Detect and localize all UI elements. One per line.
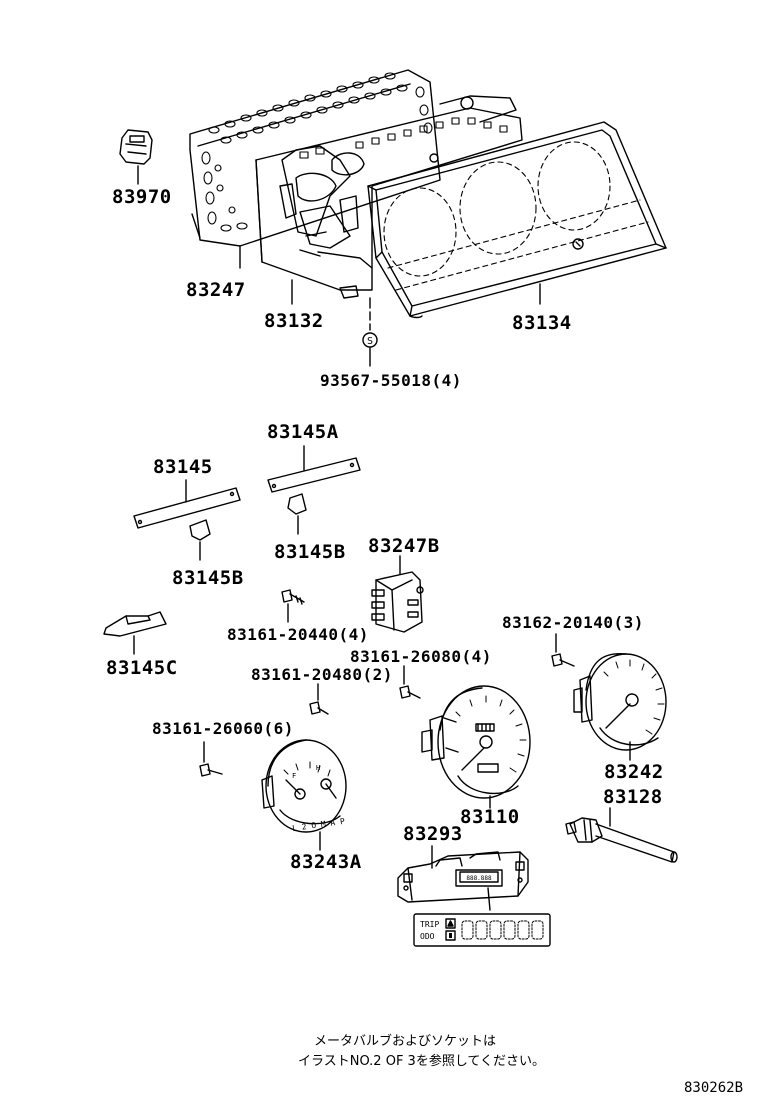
plate-83145	[133, 479, 241, 541]
illustration-code: 830262B	[684, 1080, 744, 1096]
gauge-83243A: L 2 O M A P F H	[261, 739, 347, 833]
label-83134: 83134	[512, 312, 572, 334]
odometer-display: TRIP ODO	[413, 913, 551, 947]
trip-label: TRIP	[420, 920, 439, 929]
cable-83128	[565, 817, 678, 863]
label-83145B-lower: 83145B	[172, 567, 244, 589]
label-83161-26060: 83161-26060(6)	[152, 719, 294, 738]
label-83145C: 83145C	[106, 657, 178, 679]
label-83161-26080: 83161-26080(4)	[350, 647, 492, 666]
label-83242: 83242	[604, 761, 664, 783]
bulb-83162-20140	[551, 633, 575, 667]
glass-83134	[367, 121, 667, 319]
label-83145: 83145	[153, 456, 213, 478]
note-line-2: イラストNO.2 OF 3を参照してください。	[298, 1054, 546, 1069]
label-83162-20140: 83162-20140(3)	[502, 613, 644, 632]
plate-83145C	[103, 611, 167, 637]
label-83145A: 83145A	[267, 421, 339, 443]
label-83970: 83970	[112, 186, 172, 208]
label-83161-20440: 83161-20440(4)	[227, 625, 369, 644]
bulb-83161-20480	[309, 683, 329, 715]
bulb-83161-26060	[199, 741, 223, 777]
speedometer-83110	[421, 685, 531, 799]
bulb-83161-26080	[399, 665, 421, 699]
svg-text:888.888: 888.888	[466, 875, 492, 882]
svg-text:H: H	[316, 764, 320, 772]
svg-text:L 2 O M A P: L 2 O M A P	[292, 817, 346, 833]
plate-83145A	[267, 445, 361, 515]
printed-circuit-83247	[189, 69, 517, 247]
bulb-83161-20440	[281, 589, 305, 623]
label-83247B: 83247B	[368, 535, 440, 557]
odometer-module-83293: 888.888	[397, 851, 529, 903]
screw-93567: S	[362, 297, 378, 367]
socket-83970	[119, 129, 153, 165]
note-line-1: メータバルブおよびソケットは	[314, 1034, 497, 1049]
printed-circuit-83247B	[371, 571, 424, 633]
odo-label: ODO	[420, 932, 435, 941]
label-83243A: 83243A	[290, 851, 362, 873]
label-83132: 83132	[264, 310, 324, 332]
svg-text:F: F	[292, 772, 296, 780]
label-83110: 83110	[460, 806, 520, 828]
screw-symbol: S	[367, 336, 373, 347]
tachometer-83242	[573, 653, 667, 751]
label-83293: 83293	[403, 823, 463, 845]
label-83161-20480: 83161-20480(2)	[251, 665, 393, 684]
label-83145B-upper: 83145B	[274, 541, 346, 563]
label-83128: 83128	[603, 786, 663, 808]
case-83132	[255, 107, 523, 299]
label-83247: 83247	[186, 279, 246, 301]
label-93567-55018: 93567-55018(4)	[320, 371, 462, 390]
